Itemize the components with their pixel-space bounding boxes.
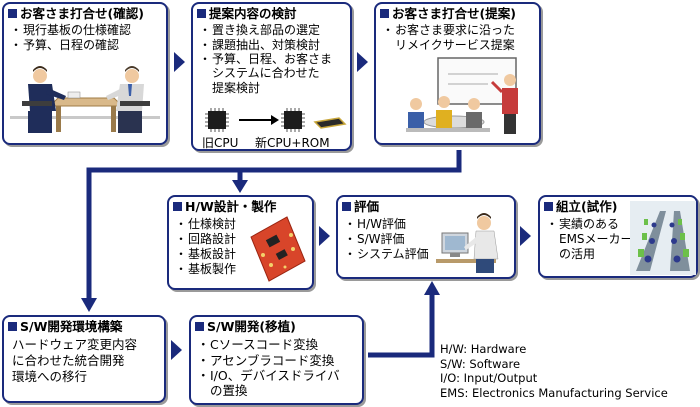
- arrow-head: [232, 180, 248, 193]
- item-list: お客さま要求に沿った: [382, 23, 515, 38]
- arrow-chevron: [171, 340, 182, 360]
- item-list: 仕様検討 回路設計 基板設計 基板製作: [175, 217, 236, 277]
- legend-entry: H/W: Hardware: [440, 342, 527, 356]
- connector-line: [368, 293, 435, 358]
- list-item: システム評価: [344, 247, 429, 262]
- new-cpu-label: 新CPU+ROM: [255, 136, 330, 150]
- bullet-square-icon: [544, 202, 553, 211]
- box-sw-dev: S/W開発(移植) Cソースコード変換 アセンブラコード変換 I/O、デバイスド…: [189, 315, 364, 405]
- legend-entry: S/W: Software: [440, 356, 521, 371]
- legend-entry: I/O: Input/Output: [440, 371, 538, 385]
- connector-line: [86, 150, 462, 300]
- bullet-square-icon: [8, 322, 17, 331]
- arrow-chevron: [319, 226, 330, 246]
- box-consult-confirm: お客さま打合せ(確認) 現行基板の仕様確認 予算、日程の確認: [2, 2, 168, 145]
- box-evaluation: 評価 H/W評価 S/W評価 システム評価: [336, 195, 516, 279]
- abbreviation-legend: H/W: Hardware S/W: Software I/O: Input/O…: [440, 342, 668, 400]
- list-item: 回路設計: [175, 232, 236, 247]
- box-assembly: 組立(試作) 実績のある EMSメーカー の活用: [538, 195, 698, 278]
- list-item: 仕様検討: [175, 217, 236, 232]
- list-item: 基板製作: [175, 262, 236, 277]
- meeting-illustration: [10, 66, 160, 133]
- list-item: S/W評価: [344, 232, 429, 247]
- box-title: 提案内容の検討: [197, 7, 297, 21]
- box-proposal-study: 提案内容の検討 置き換え部品の選定 課題抽出、対策検討 予算、日程、お客さま シ…: [191, 2, 352, 151]
- list-item: I/O、デバイスドライバ: [197, 368, 340, 384]
- list-item: 予算、日程、お客さま: [199, 52, 332, 67]
- item-list: H/W評価 S/W評価 システム評価: [344, 217, 429, 262]
- presentation-illustration: [406, 57, 518, 134]
- list-item: 実績のある: [546, 217, 619, 232]
- arrow-head: [424, 281, 440, 295]
- bullet-square-icon: [380, 9, 389, 18]
- box-title: H/W設計・製作: [173, 200, 276, 214]
- item-continuation: システムに合わせた 提案検討: [212, 66, 320, 95]
- item-list: Cソースコード変換 アセンブラコード変換 I/O、デバイスドライバ: [197, 337, 340, 384]
- box-hw-design: H/W設計・製作 仕様検討 回路設計 基板設計 基板製作: [167, 195, 314, 290]
- list-item: H/W評価: [344, 217, 429, 232]
- box-title: お客さま打合せ(提案): [380, 7, 516, 21]
- description-text: ハードウェア変更内容 に合わせた統合開発 環境への移行: [12, 337, 138, 384]
- item-continuation: EMSメーカー の活用: [559, 232, 633, 261]
- item-list: 現行基板の仕様確認 予算、日程の確認: [10, 23, 131, 53]
- list-item: 予算、日程の確認: [10, 38, 131, 53]
- cpu-replacement-illustration: [205, 108, 347, 132]
- legend-entry: EMS: Electronics Manufacturing Service: [440, 385, 668, 400]
- box-sw-env: S/W開発環境構築 ハードウェア変更内容 に合わせた統合開発 環境への移行: [2, 315, 166, 403]
- factory-line-illustration: [630, 201, 696, 275]
- box-title: S/W開発環境構築: [8, 320, 122, 334]
- list-item: アセンブラコード変換: [197, 353, 340, 369]
- box-title: お客さま打合せ(確認): [8, 7, 144, 21]
- circuit-board-illustration: [250, 216, 306, 282]
- old-cpu-label: 旧CPU: [202, 136, 239, 150]
- arrow-head: [81, 298, 97, 312]
- item-continuation: の置換: [210, 383, 248, 398]
- box-title: 組立(試作): [544, 200, 617, 214]
- arrow-chevron: [520, 226, 531, 246]
- list-item: 課題抽出、対策検討: [199, 38, 332, 53]
- bullet-square-icon: [195, 322, 204, 331]
- list-item: 置き換え部品の選定: [199, 23, 332, 38]
- bullet-square-icon: [173, 202, 182, 211]
- bullet-square-icon: [8, 9, 17, 18]
- list-item: Cソースコード変換: [197, 337, 340, 353]
- bullet-square-icon: [197, 9, 206, 18]
- list-item: お客さま要求に沿った: [382, 23, 515, 38]
- box-consult-proposal: お客さま打合せ(提案) お客さま要求に沿った リメイクサービス提案: [374, 2, 541, 145]
- item-continuation: リメイクサービス提案: [395, 38, 515, 52]
- arrow-chevron: [357, 52, 368, 72]
- item-list: 実績のある: [546, 217, 619, 232]
- engineer-at-computer-illustration: [436, 213, 499, 273]
- arrow-chevron: [174, 52, 185, 72]
- list-item: 基板設計: [175, 247, 236, 262]
- box-title: 評価: [342, 200, 379, 214]
- list-item: 現行基板の仕様確認: [10, 23, 131, 38]
- item-list: 置き換え部品の選定 課題抽出、対策検討 予算、日程、お客さま: [199, 23, 332, 67]
- bullet-square-icon: [342, 202, 351, 211]
- box-title: S/W開発(移植): [195, 320, 296, 334]
